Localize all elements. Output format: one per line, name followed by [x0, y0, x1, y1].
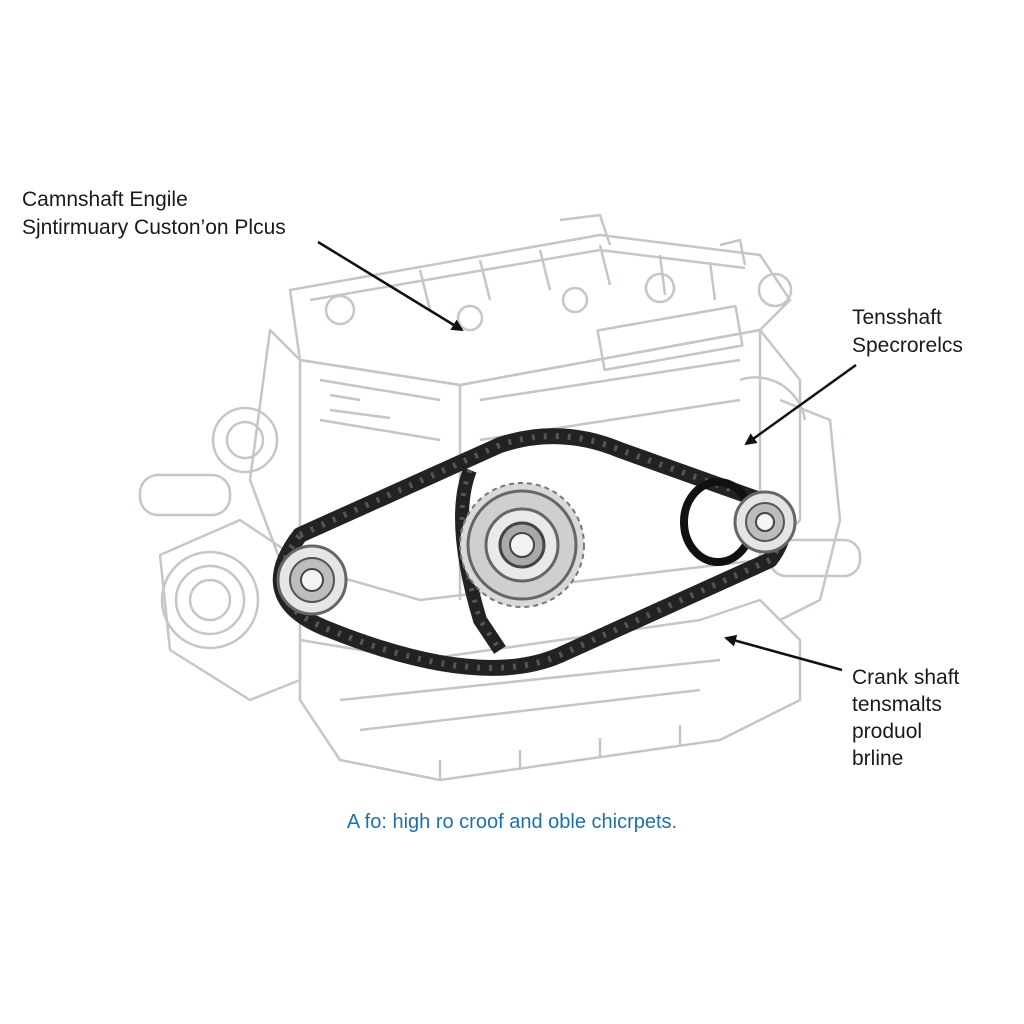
callout-arrows [317, 240, 857, 672]
tensioner-label-line1: Tensshaft [852, 306, 942, 329]
crankshaft-label-line1: Crank shaft [852, 666, 960, 689]
crankshaft-label-line3: produol [852, 720, 923, 743]
idler-pulley-left [276, 544, 348, 616]
tensioner-label-line2: Specrorelcs [852, 334, 963, 357]
crankshaft-label-line4: brline [852, 747, 904, 770]
sprocket-gear [459, 482, 585, 608]
camshaft-label: Camnshaft Engile Sjntirmuary Custon’on P… [22, 186, 286, 242]
crankshaft-label-line2: tensmalts [852, 693, 942, 716]
camshaft-label-line1: Camnshaft Engile [22, 188, 188, 211]
arrow-crankshaft [724, 634, 843, 672]
arrow-camshaft [317, 240, 464, 332]
camshaft-label-line2: Sjntirmuary Custon’on Plcus [22, 216, 286, 239]
crankshaft-label: Crank shaft tensmalts produol brline [852, 664, 959, 772]
diagram-caption: A fo: high ro croof and oble chicrpets. [346, 811, 678, 833]
arrow-tensioner [744, 363, 857, 446]
tensioner-label: Tensshaft Specrorelcs [852, 304, 963, 360]
tensioner-pulley-right [680, 478, 797, 566]
